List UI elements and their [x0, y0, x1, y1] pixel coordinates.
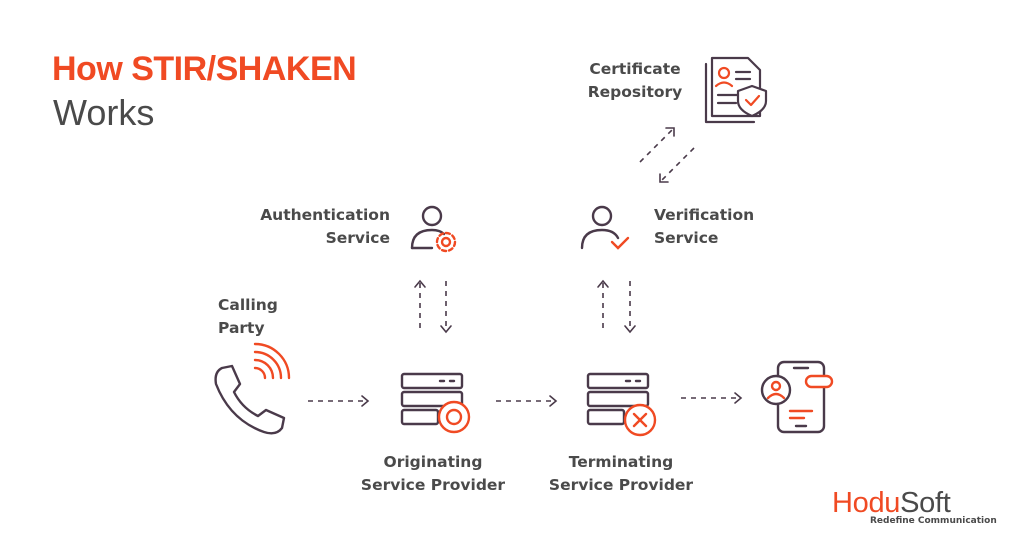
- brand-name-part2: Soft: [900, 487, 951, 519]
- certificate-repository-line1: Certificate: [589, 60, 681, 78]
- certificate-repository-label: Certificate Repository: [580, 58, 690, 104]
- horizontal-arrowheads: [361, 392, 743, 407]
- vertical-links: [419, 281, 631, 330]
- server-x-icon: [586, 372, 657, 437]
- brand-name: HoduSoft: [832, 488, 982, 518]
- terminating-provider-line1: Terminating: [568, 453, 674, 471]
- horizontal-links: [308, 397, 737, 402]
- mobile-caller-id-icon: [760, 360, 834, 434]
- page-title: How STIR/SHAKEN: [52, 50, 357, 88]
- originating-provider-line2: Service Provider: [360, 476, 506, 494]
- vertical-arrowheads: [414, 279, 636, 334]
- repository-links: [639, 129, 695, 181]
- brand-logo: HoduSoft Redefine Communication: [832, 488, 997, 526]
- verification-service-line1: Verification: [654, 206, 755, 224]
- certificate-repository-line2: Repository: [587, 83, 683, 101]
- brand-name-part1: Hodu: [832, 487, 901, 519]
- brand-tagline: Redefine Communication: [870, 516, 997, 526]
- calling-party-label: Calling Party: [218, 294, 298, 340]
- phone-ringing-icon: [214, 342, 291, 435]
- terminating-provider-label: Terminating Service Provider: [545, 451, 697, 497]
- server-stack-icon: [400, 372, 471, 434]
- repository-arrowheads: [659, 127, 675, 183]
- user-gear-icon: [410, 205, 457, 253]
- verification-service-label: Verification Service: [654, 204, 774, 250]
- page-subtitle: Works: [53, 92, 155, 133]
- calling-party-line1: Calling: [218, 296, 278, 314]
- authentication-service-line1: Authentication: [260, 206, 390, 224]
- originating-provider-line1: Originating: [383, 453, 483, 471]
- verification-service-line2: Service: [654, 229, 719, 247]
- terminating-provider-line2: Service Provider: [548, 476, 694, 494]
- originating-provider-label: Originating Service Provider: [357, 451, 509, 497]
- user-check-icon: [580, 205, 630, 250]
- certificate-document-icon: [704, 56, 768, 124]
- calling-party-line2: Party: [218, 319, 265, 337]
- authentication-service-label: Authentication Service: [250, 204, 390, 250]
- authentication-service-line2: Service: [325, 229, 390, 247]
